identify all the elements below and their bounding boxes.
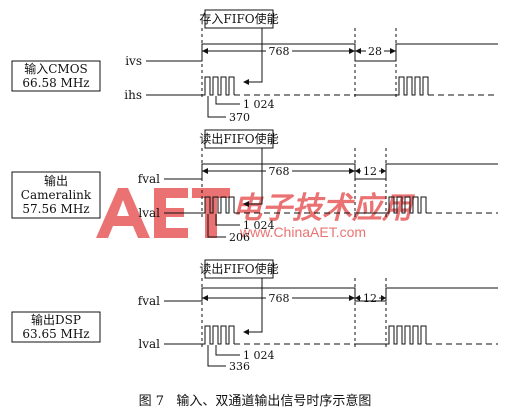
ihs-pulses	[202, 76, 235, 96]
signal-label-bottom: lval	[138, 206, 160, 220]
period-label: 768	[269, 292, 290, 305]
signal-label-bottom: lval	[138, 337, 160, 351]
signal-label-top: ivs	[125, 54, 142, 68]
annotation-1024: 1 024	[243, 349, 275, 362]
panel-output-cameralink	[11, 129, 498, 238]
header-box	[204, 9, 274, 29]
box-line-1: 输出	[44, 173, 68, 188]
lval-pulses	[202, 325, 235, 345]
gap-label: 12	[363, 292, 377, 305]
box-line-2: 63.65 MHz	[22, 327, 89, 341]
annotation-1024: 1 024	[243, 219, 275, 232]
header-box	[204, 129, 274, 149]
fval-waveform	[164, 287, 498, 302]
box-line-1: 输出DSP	[31, 312, 81, 327]
annotation-count: 370	[229, 111, 250, 124]
header-label: 读出FIFO使能	[199, 261, 278, 276]
watermark-chinese: 电子技术应用	[232, 191, 416, 226]
panel-output-dsp	[11, 259, 498, 367]
text-layer: 输入CMOS 66.58 MHz 存入FIFO使能 ivs ihs 768 28…	[21, 11, 382, 409]
lval-pulses	[202, 196, 235, 214]
signal-label-top: fval	[138, 172, 160, 186]
signal-label-top: fval	[138, 294, 160, 308]
clock-box	[11, 60, 101, 92]
box-line-3: 57.56 MHz	[22, 202, 89, 216]
ivs-waveform	[146, 43, 498, 62]
clock-box	[11, 311, 101, 343]
header-label: 存入FIFO使能	[199, 11, 278, 26]
signal-label-bottom: ihs	[124, 88, 142, 102]
annotation-count: 336	[229, 360, 250, 373]
annotation-count: 206	[229, 231, 250, 244]
figure-caption: 图 7 输入、双通道输出信号时序示意图	[139, 393, 372, 409]
gap-label: 28	[368, 45, 382, 58]
clock-box	[11, 171, 101, 219]
header-box	[204, 259, 274, 279]
watermark-url: www.ChinaAET.com	[239, 224, 366, 240]
period-label: 768	[269, 165, 290, 178]
box-line-2: Cameralink	[21, 188, 92, 202]
box-line-2: 66.58 MHz	[22, 76, 89, 90]
box-line-1: 输入CMOS	[24, 61, 88, 76]
gap-label: 12	[363, 165, 377, 178]
header-label: 读出FIFO使能	[199, 131, 278, 146]
annotation-1024: 1 024	[243, 98, 275, 111]
panel-input-cmos	[11, 9, 498, 118]
period-label: 768	[269, 45, 290, 58]
